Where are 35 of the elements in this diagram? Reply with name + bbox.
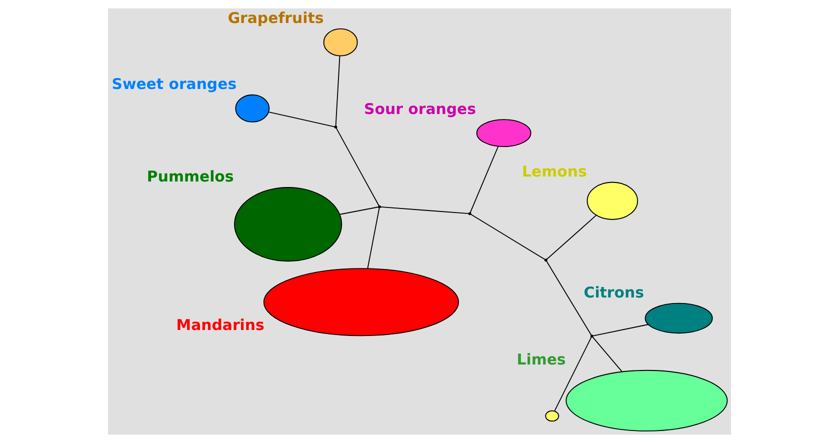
node-ellipse bbox=[234, 94, 270, 122]
node-ellipse bbox=[262, 268, 459, 336]
connector bbox=[380, 206, 469, 214]
node-point bbox=[590, 334, 593, 338]
node-ellipse bbox=[234, 187, 342, 262]
node-circle bbox=[544, 410, 559, 422]
node-label: Limes bbox=[516, 350, 566, 369]
node-ellipse bbox=[644, 302, 712, 334]
connector bbox=[366, 208, 380, 269]
node-point bbox=[334, 126, 337, 129]
connector bbox=[592, 336, 622, 372]
connector bbox=[592, 324, 648, 336]
node-label: Pummelos bbox=[146, 168, 234, 186]
node-point bbox=[468, 212, 471, 216]
connector bbox=[268, 112, 335, 128]
connector bbox=[470, 214, 545, 260]
node-label: Sour oranges bbox=[364, 100, 476, 118]
connector bbox=[554, 336, 592, 412]
node-ellipse bbox=[586, 182, 638, 220]
node-point bbox=[544, 258, 547, 262]
node-ellipse bbox=[322, 28, 358, 56]
node-point bbox=[378, 205, 380, 208]
node-label: Sweet oranges bbox=[111, 75, 236, 94]
connector bbox=[335, 128, 379, 206]
connector bbox=[334, 55, 340, 126]
node-label: Citrons bbox=[583, 284, 644, 302]
node-ellipse bbox=[476, 119, 531, 148]
node-label: Grapefruits bbox=[227, 9, 324, 28]
connector bbox=[546, 214, 596, 260]
connector bbox=[545, 260, 592, 336]
node-label: Mandarins bbox=[176, 316, 264, 334]
node-ellipse bbox=[565, 370, 728, 432]
connector bbox=[338, 206, 378, 215]
node-label: Lemons bbox=[522, 162, 586, 180]
connector bbox=[469, 146, 498, 214]
